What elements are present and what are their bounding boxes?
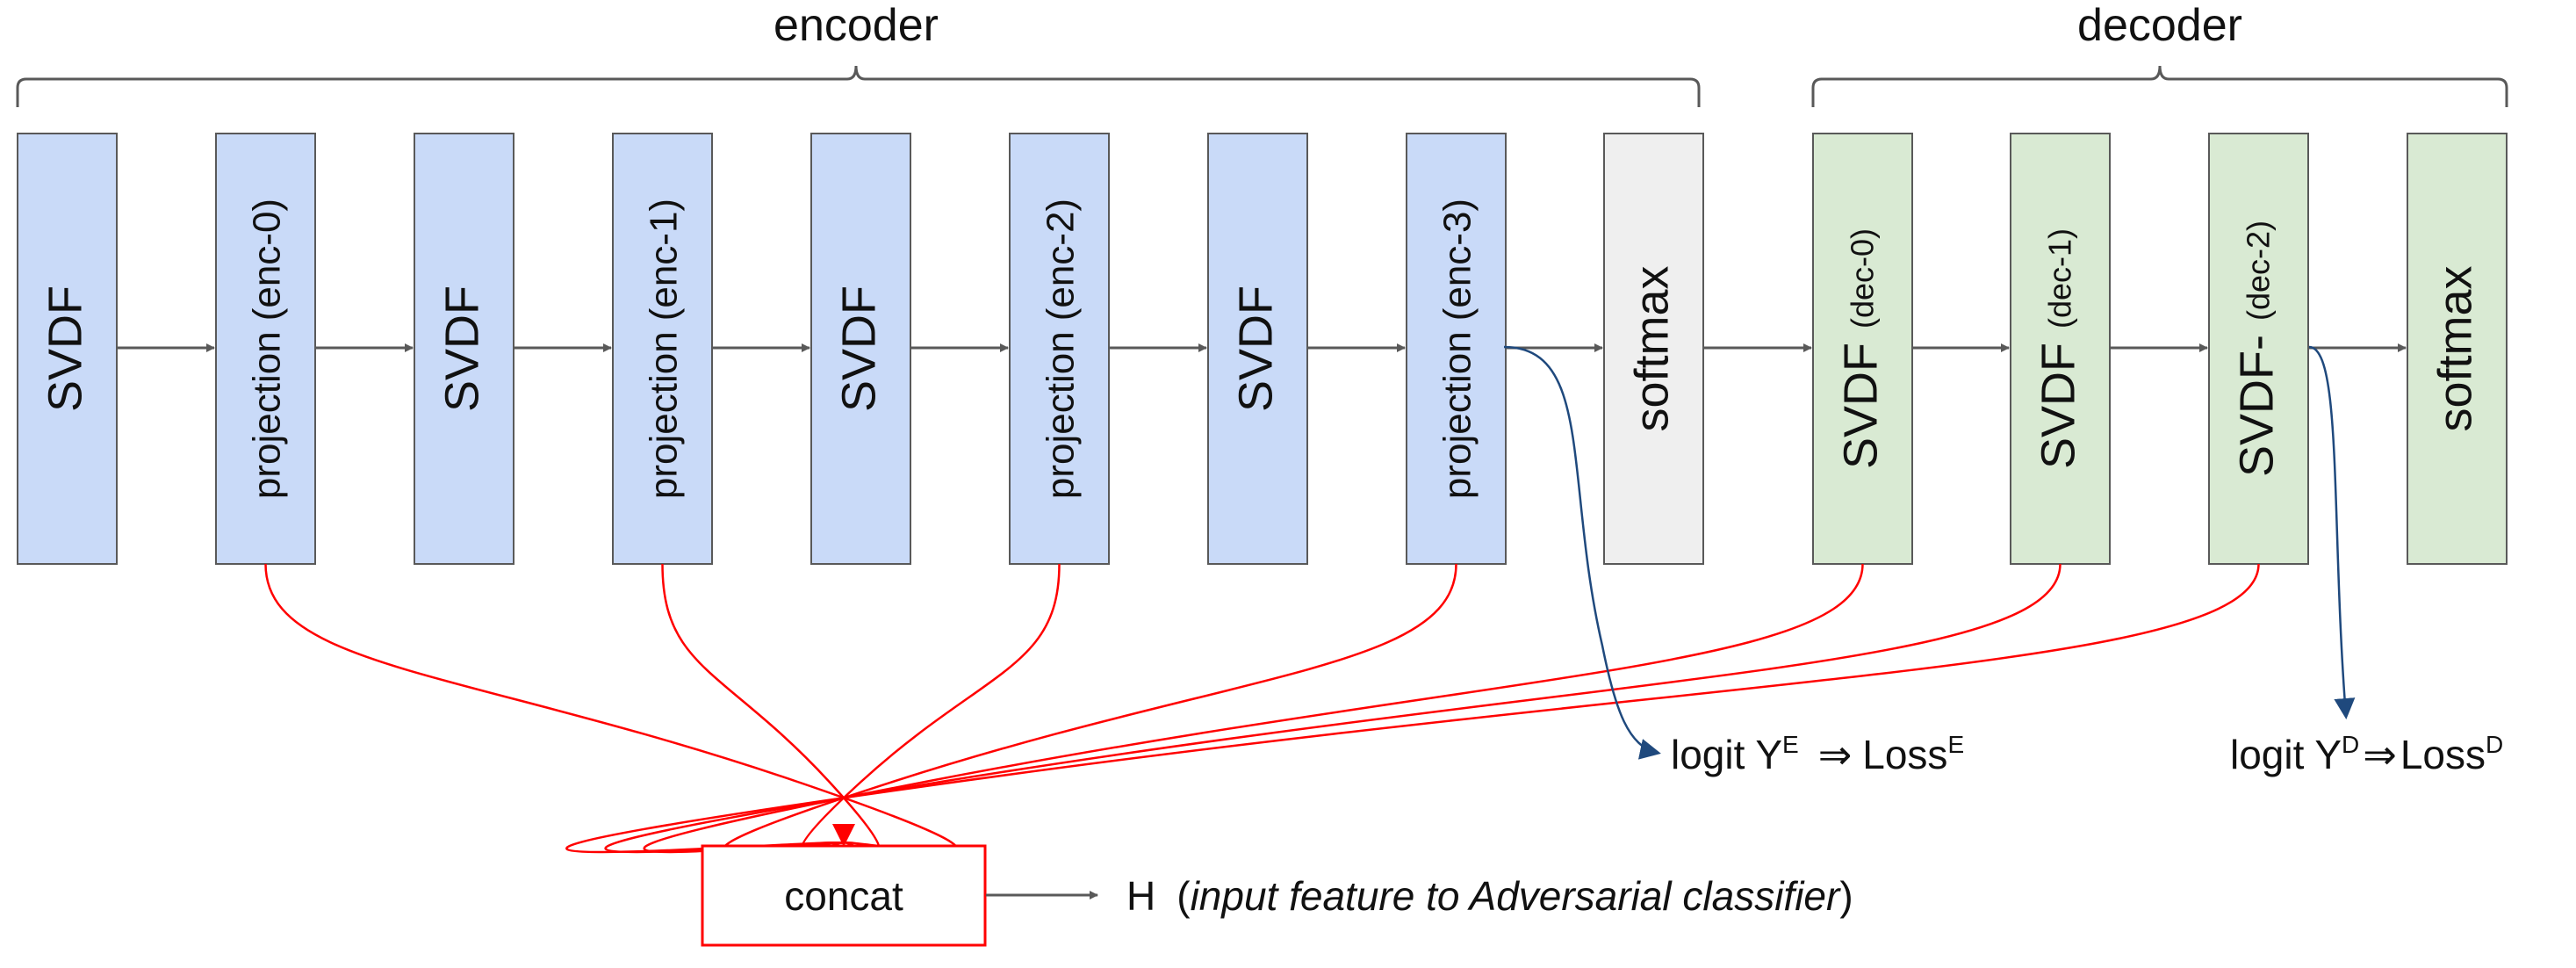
concat-box — [701, 844, 987, 947]
decoder-logit-label: logit YD⇒LossD — [2230, 731, 2503, 777]
concat-connection-line — [604, 563, 2062, 854]
block-label: SVDF — [833, 285, 886, 412]
concat-label: concat — [784, 873, 903, 919]
concat-connection-line — [800, 563, 1061, 854]
block-dec-svdf-1: SVDF(dec-1) — [2010, 133, 2111, 565]
block-label: softmax — [1626, 265, 1679, 431]
decoder-logit-branch — [2308, 345, 2356, 719]
encoder-logit-branch — [1503, 345, 1661, 760]
encoder-logit-label: logit YE⇒LossE — [1671, 731, 1964, 777]
block-rect — [215, 133, 316, 565]
block-dec-svdf-0: SVDF(dec-0) — [1812, 133, 1913, 565]
decoder-title: decoder — [2077, 0, 2242, 51]
block-label: projection(enc-2) — [1040, 199, 1083, 499]
block-softmax-mid: softmax — [1603, 133, 1704, 565]
block-rect — [17, 133, 118, 565]
block-rect — [1207, 133, 1308, 565]
block-rect — [2407, 133, 2508, 565]
block-label: SVDF(dec-1) — [2033, 228, 2085, 469]
block-label: projection(enc-0) — [246, 199, 289, 499]
encoder-title: encoder — [774, 0, 939, 51]
block-rect — [414, 133, 514, 565]
block-enc-svdf-3: SVDF — [1207, 133, 1308, 565]
block-enc-proj-2: projection(enc-2) — [1009, 133, 1110, 565]
block-rect — [1406, 133, 1507, 565]
block-enc-proj-3: projection(enc-3) — [1406, 133, 1507, 565]
concat-connections — [264, 563, 2260, 854]
block-dec-svdf-2: SVDF-(dec-2) — [2208, 133, 2309, 565]
h-output-label: H(input feature to Adversarial classifie… — [1126, 873, 1853, 919]
block-label: SVDF — [436, 285, 489, 412]
block-enc-svdf-0: SVDF — [17, 133, 118, 565]
block-label: projection(enc-3) — [1436, 199, 1479, 499]
block-label: SVDF(dec-0) — [1835, 228, 1888, 469]
concat-connection-line — [565, 563, 2260, 854]
block-enc-proj-0: projection(enc-0) — [215, 133, 316, 565]
encoder-brace — [16, 65, 1701, 107]
block-rect — [1812, 133, 1913, 565]
concat-connection-line — [643, 563, 1864, 854]
block-enc-svdf-1: SVDF — [414, 133, 514, 565]
decoder-brace — [1811, 65, 2508, 107]
block-softmax-end: softmax — [2407, 133, 2508, 565]
block-label: softmax — [2429, 265, 2482, 431]
block-rect — [612, 133, 713, 565]
block-rect — [1603, 133, 1704, 565]
block-label: SVDF — [1230, 285, 1283, 412]
block-enc-svdf-2: SVDF — [810, 133, 911, 565]
block-label: projection(enc-1) — [643, 199, 686, 499]
block-enc-proj-1: projection(enc-1) — [612, 133, 713, 565]
block-label: SVDF — [40, 285, 92, 412]
block-label: SVDF-(dec-2) — [2231, 220, 2284, 477]
layer-blocks: SVDF projection(enc-0) SVDF projection(enc-… — [17, 133, 2508, 565]
